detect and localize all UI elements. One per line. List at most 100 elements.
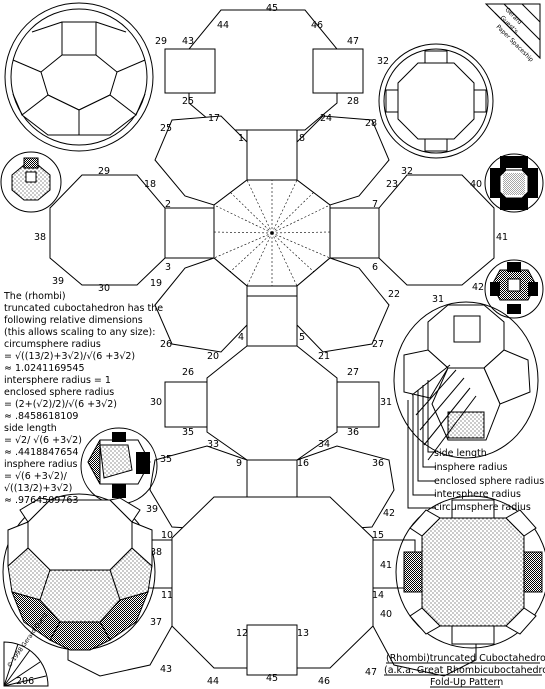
edge-number-37b: 37 <box>150 617 162 628</box>
small-polyhedron-right-top <box>484 153 544 213</box>
edge-number-40: 40 <box>470 179 482 190</box>
label-circumsphere-radius: circumsphere radius <box>434 502 531 513</box>
edge-number-35: 35 <box>182 427 194 438</box>
dim-line-6: = √((13/2)+3√2)/√(6 +3√2) <box>4 351 135 362</box>
edge-number-38b: 38 <box>150 547 162 558</box>
dim-line-16: = √(6 +3√2)/ <box>4 471 68 482</box>
small-polyhedron-right-bottom <box>484 259 544 319</box>
dim-line-15: insphere radius <box>4 459 77 470</box>
edge-number-45b: 45 <box>266 673 278 684</box>
square-middle-right <box>336 381 380 428</box>
edge-number-26: 26 <box>160 339 172 350</box>
edge-number-28b: 28 <box>365 118 377 129</box>
title-line-2: (a.k.a. Great Rhombicuboctahedron) <box>384 665 545 676</box>
edge-number-30: 30 <box>98 283 110 294</box>
dim-line-7: ≈ 1.0241169545 <box>4 363 85 374</box>
label-intersphere-radius: intersphere radius <box>434 489 521 500</box>
edge-number-30b: 30 <box>150 397 162 408</box>
dim-line-4: (this allows scaling to any size): <box>4 327 155 338</box>
edge-number-23: 23 <box>386 179 398 190</box>
edge-number-27: 27 <box>372 339 384 350</box>
edge-number-25: 25 <box>182 96 194 107</box>
dim-line-9: enclosed sphere radius <box>4 387 114 398</box>
small-polyhedron-middle-left <box>80 427 158 505</box>
edge-number-41: 41 <box>496 232 508 243</box>
edge-number-44b: 44 <box>207 676 219 687</box>
label-enclosed-sphere-radius: enclosed sphere radius <box>434 476 544 487</box>
square-middle-left <box>164 381 208 428</box>
edge-number-42b: 42 <box>383 508 395 519</box>
edge-number-12: 12 <box>236 628 248 639</box>
edge-numbers: 45 44 46 29 43 47 32 25 28 25 17 24 28 1… <box>34 3 508 687</box>
dim-line-5: circumsphere radius <box>4 339 101 350</box>
edge-number-1: 1 <box>238 133 244 144</box>
edge-number-22: 22 <box>388 289 400 300</box>
dim-line-8: intersphere radius = 1 <box>4 375 111 386</box>
large-polyhedron-bottom-left <box>2 493 156 651</box>
edge-number-44: 44 <box>217 20 229 31</box>
square-top-right <box>312 48 364 94</box>
square-mid-left <box>164 207 215 259</box>
square-top-center <box>246 129 298 181</box>
edge-number-47b: 47 <box>365 667 377 678</box>
dim-line-18: ≈ .9764509763 <box>4 495 78 506</box>
edge-number-3: 3 <box>165 262 171 273</box>
edge-number-24: 24 <box>320 113 332 124</box>
edge-number-34: 34 <box>318 439 330 450</box>
square-bottom-center <box>246 624 298 676</box>
edge-number-16: 16 <box>297 458 309 469</box>
edge-number-36: 36 <box>347 427 359 438</box>
edge-number-42: 42 <box>472 282 484 293</box>
polyhedron-bottom-right <box>395 495 545 649</box>
edge-number-29b: 29 <box>98 166 110 177</box>
edge-number-6: 6 <box>372 262 378 273</box>
square-mid-right <box>329 207 380 259</box>
dim-line-11: ≈ .8458618109 <box>4 411 78 422</box>
edge-number-47: 47 <box>347 36 359 47</box>
edge-number-2: 2 <box>165 199 171 210</box>
edge-number-29: 29 <box>155 36 167 47</box>
dim-line-12: side length <box>4 423 57 434</box>
edge-number-46b: 46 <box>318 676 330 687</box>
edge-number-18: 18 <box>144 179 156 190</box>
octagon-right <box>378 174 495 286</box>
square-below-center <box>246 295 298 347</box>
edge-number-4: 4 <box>238 332 244 343</box>
edge-number-46: 46 <box>311 20 323 31</box>
edge-number-39: 39 <box>52 276 64 287</box>
dim-line-13: = √2/ √(6 +3√2) <box>4 435 82 446</box>
logo-top-right: Gerard Guest's Paper Spaceship <box>484 3 541 64</box>
square-top-left <box>164 48 216 94</box>
edge-number-27b: 27 <box>347 367 359 378</box>
logo-bottom-page: 206 <box>16 676 34 687</box>
edge-number-20: 20 <box>207 351 219 362</box>
dim-line-17: √((13/2)+3√2) <box>4 483 72 494</box>
radius-diagram: side length insphere radius enclosed sph… <box>393 301 544 513</box>
dim-line-1: The (rhombi) <box>3 291 66 302</box>
edge-number-25b: 25 <box>160 123 172 134</box>
edge-number-5: 5 <box>299 332 305 343</box>
edge-number-45: 45 <box>266 3 278 14</box>
dim-line-10: = (2+(√2)/2)/√(6 +3√2) <box>4 399 117 410</box>
edge-number-13: 13 <box>297 628 309 639</box>
edge-number-15: 15 <box>372 530 384 541</box>
edge-number-31b: 31 <box>380 397 392 408</box>
title-block: (Rhombi)truncated Cuboctahedron (a.k.a. … <box>384 653 545 688</box>
dim-line-14: ≈ .4418847654 <box>4 447 78 458</box>
hexagon-lower-right <box>296 257 390 353</box>
edge-number-43: 43 <box>182 36 194 47</box>
edge-number-35b: 35 <box>160 454 172 465</box>
edge-number-40b: 40 <box>380 609 392 620</box>
edge-number-36b: 36 <box>372 458 384 469</box>
edge-number-28: 28 <box>347 96 359 107</box>
label-insphere-radius: insphere radius <box>434 462 507 473</box>
edge-number-9: 9 <box>236 458 242 469</box>
edge-number-31: 31 <box>432 294 444 305</box>
edge-number-32: 32 <box>377 56 389 67</box>
dim-line-3: following relative dimensions <box>4 315 143 326</box>
edge-number-8: 8 <box>299 133 305 144</box>
edge-number-41b: 41 <box>380 560 392 571</box>
small-polyhedron-left <box>0 151 62 213</box>
